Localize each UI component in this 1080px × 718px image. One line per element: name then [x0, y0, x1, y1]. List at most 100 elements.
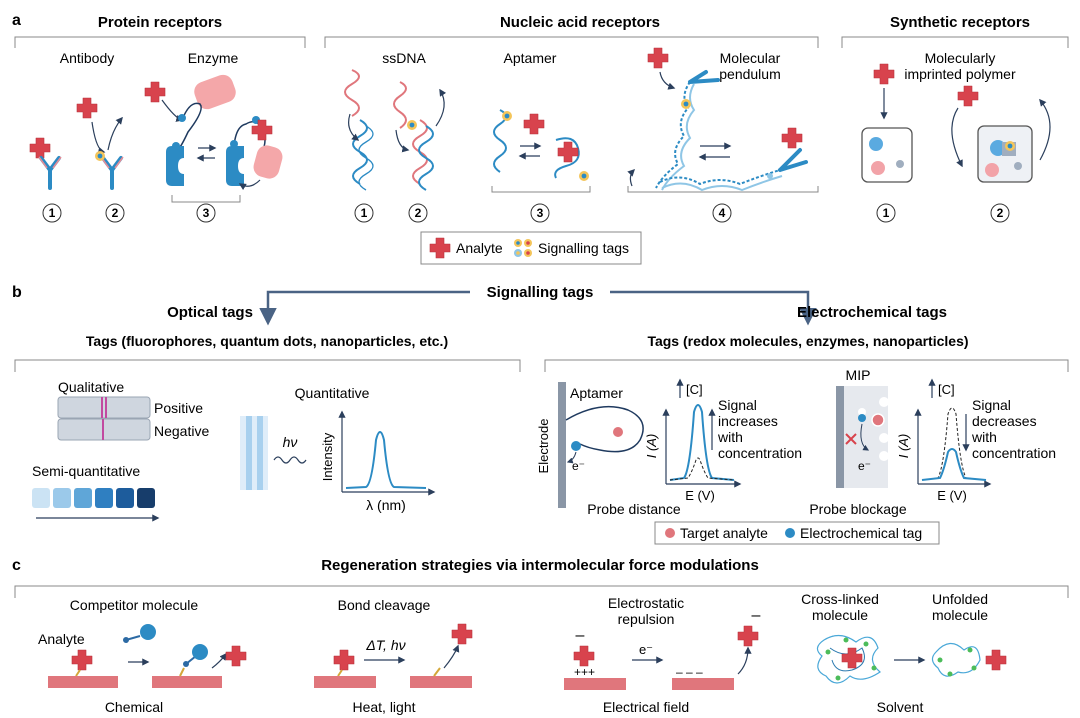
nucleic-acid-receptors: Nucleic acid receptors ssDNA Aptamer Mol… — [324, 14, 819, 223]
electron-label: e⁻ — [858, 459, 871, 473]
target-analyte-icon — [871, 413, 885, 427]
bind-arrow — [91, 121, 106, 155]
unfolded-title-1: Unfolded — [932, 591, 988, 607]
pore — [879, 451, 889, 461]
protein-header: Protein receptors — [98, 14, 222, 31]
signal-increase-line-2: increases — [718, 413, 778, 429]
ssdna-strand — [418, 125, 434, 191]
heat-light-arrow-label: ΔT, hν — [365, 637, 405, 653]
enzyme-substrate-icon — [194, 74, 236, 110]
electrochemical-tag-icon — [785, 528, 795, 538]
electrochemical-subheader: Tags (redox molecules, enzymes, nanopart… — [647, 333, 968, 349]
pendulum-label-1: Molecular — [720, 50, 781, 66]
solvent-caption: Solvent — [877, 699, 924, 715]
analyte-icon — [781, 127, 803, 149]
surface — [152, 676, 222, 688]
signalling-tag-icon — [1005, 141, 1015, 151]
signalling-tag-icon — [407, 120, 417, 130]
electron-arrow — [566, 451, 577, 464]
minus-sign: – — [576, 627, 585, 644]
panel-b: b Signalling tags Optical tags Electroch… — [12, 284, 1069, 545]
hv-label: hν — [283, 434, 298, 450]
aptamer-label: Aptamer — [570, 385, 623, 401]
unfolded-title-2: molecule — [932, 607, 988, 623]
panel-c: c Regeneration strategies via intermolec… — [12, 557, 1069, 715]
release-arrow — [737, 646, 752, 675]
signalling-tags-header: Signalling tags — [487, 284, 594, 301]
tag-dot — [172, 142, 180, 150]
dna-strand — [661, 83, 696, 191]
light-wave-icon — [273, 456, 307, 464]
probe-distance-label: Probe distance — [587, 501, 681, 517]
step-number: 4 — [719, 206, 726, 220]
surface — [48, 676, 118, 688]
swing-arrow — [627, 168, 636, 187]
enzyme-substrate-icon — [253, 145, 283, 179]
potential-label: E (V) — [937, 488, 967, 503]
chemical-caption: Chemical — [105, 699, 163, 715]
signalling-tag-icon — [502, 111, 512, 121]
optical-arrow — [259, 290, 470, 326]
panel-c-bracket — [14, 585, 1069, 598]
electron-label: e⁻ — [572, 459, 585, 473]
analyte-icon — [333, 649, 355, 671]
dna-strand — [655, 81, 691, 189]
test-line — [105, 397, 107, 418]
competitor-molecule-icon — [140, 624, 156, 640]
electrochemical-tag-icon — [571, 441, 581, 451]
signal-increase-line-3: with — [717, 429, 743, 445]
electrical-caption: Electrical field — [603, 699, 689, 715]
tag-dot — [896, 160, 904, 168]
electrode-icon — [558, 382, 566, 508]
electrostatic-title-1: Electrostatic — [608, 595, 684, 611]
color-scale — [32, 488, 155, 508]
bond — [179, 667, 185, 677]
analyte-label: Analyte — [38, 631, 85, 647]
signal-decrease-line-2: decreases — [972, 413, 1037, 429]
signalling-tag-icon — [95, 151, 105, 161]
signal-decrease-line-3: with — [971, 429, 997, 445]
electrochemical-arrow — [610, 290, 817, 326]
electrochemical-tag-icon — [858, 414, 866, 422]
pendulum-label-2: pendulum — [719, 66, 781, 82]
analyte-icon — [957, 85, 979, 107]
tag-dot — [1014, 162, 1022, 170]
unfolded-molecule-icon — [931, 642, 981, 677]
release-arrow — [443, 644, 460, 669]
analyte-icon — [573, 645, 595, 667]
electron-arrow — [860, 423, 870, 451]
analyte-icon — [29, 137, 51, 159]
enzyme-icon — [226, 146, 244, 186]
protein-receptors: Protein receptors Antibody Enzyme — [14, 14, 306, 223]
pore — [879, 433, 889, 443]
step-number: 1 — [49, 206, 56, 220]
electron-arrow-label: e⁻ — [639, 642, 653, 657]
analyte-icon — [985, 649, 1007, 671]
heat-caption: Heat, light — [352, 699, 415, 715]
electrochemical-bracket — [544, 359, 1069, 372]
panel-c-header: Regeneration strategies via intermolecul… — [321, 557, 759, 574]
test-line — [102, 419, 104, 440]
mip-box — [861, 127, 913, 183]
conc-label: [C] — [686, 382, 703, 397]
mip-label: MIP — [846, 367, 871, 383]
aptamer-label: Aptamer — [504, 50, 557, 66]
electrostatic-title-2: repulsion — [618, 611, 675, 627]
minus-signs: – – – — [676, 665, 703, 679]
release-arrow — [435, 88, 447, 127]
competitor-molecule-icon — [192, 644, 208, 660]
ssdna-strand — [358, 125, 374, 191]
enzyme-label: Enzyme — [188, 50, 239, 66]
competitor-head — [123, 637, 129, 643]
bond — [75, 669, 81, 677]
step-bracket — [491, 186, 591, 193]
ssdna-strand — [393, 81, 407, 129]
signal-decrease-line-4: concentration — [972, 445, 1056, 461]
release-arrow — [1039, 98, 1051, 161]
qualitative-label: Qualitative — [58, 379, 124, 395]
legend-tag-label: Electrochemical tag — [800, 525, 922, 541]
nucleic-header: Nucleic acid receptors — [500, 14, 660, 31]
analyte-icon — [647, 47, 669, 69]
conc-label: [C] — [938, 382, 955, 397]
step-bracket — [171, 195, 241, 203]
